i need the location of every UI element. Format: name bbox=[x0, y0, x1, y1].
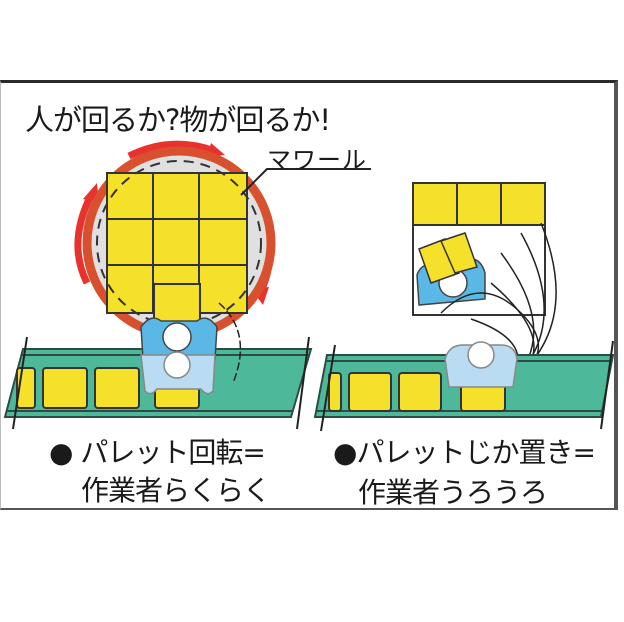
headline: 人が回るか?物が回るか! bbox=[25, 103, 331, 137]
bullet: ● bbox=[333, 436, 357, 469]
caption-text: パレット回転= bbox=[80, 436, 265, 469]
diagram-artwork bbox=[3, 140, 614, 432]
device-label: マワール bbox=[267, 146, 367, 174]
right-caption-line1: ●パレットじか置き= bbox=[333, 435, 596, 471]
caption-text: パレットじか置き= bbox=[356, 436, 595, 469]
left-caption-line2: 作業者らくらく bbox=[81, 474, 271, 507]
left-caption-line1: ● パレット回転= bbox=[49, 435, 266, 471]
worker-right-carrying bbox=[416, 232, 486, 306]
rotating-pallet bbox=[106, 172, 248, 335]
illustration-frame: 人が回るか?物が回るか! マワール ● パレット回転= 作業者らくらく ●パレッ… bbox=[0, 80, 618, 510]
right-caption-line2: 作業者うろうろ bbox=[358, 476, 548, 509]
worker-left bbox=[140, 302, 242, 395]
bullet: ● bbox=[49, 436, 73, 469]
label-leader-line bbox=[240, 168, 371, 196]
worker-right-ghost bbox=[444, 341, 518, 388]
